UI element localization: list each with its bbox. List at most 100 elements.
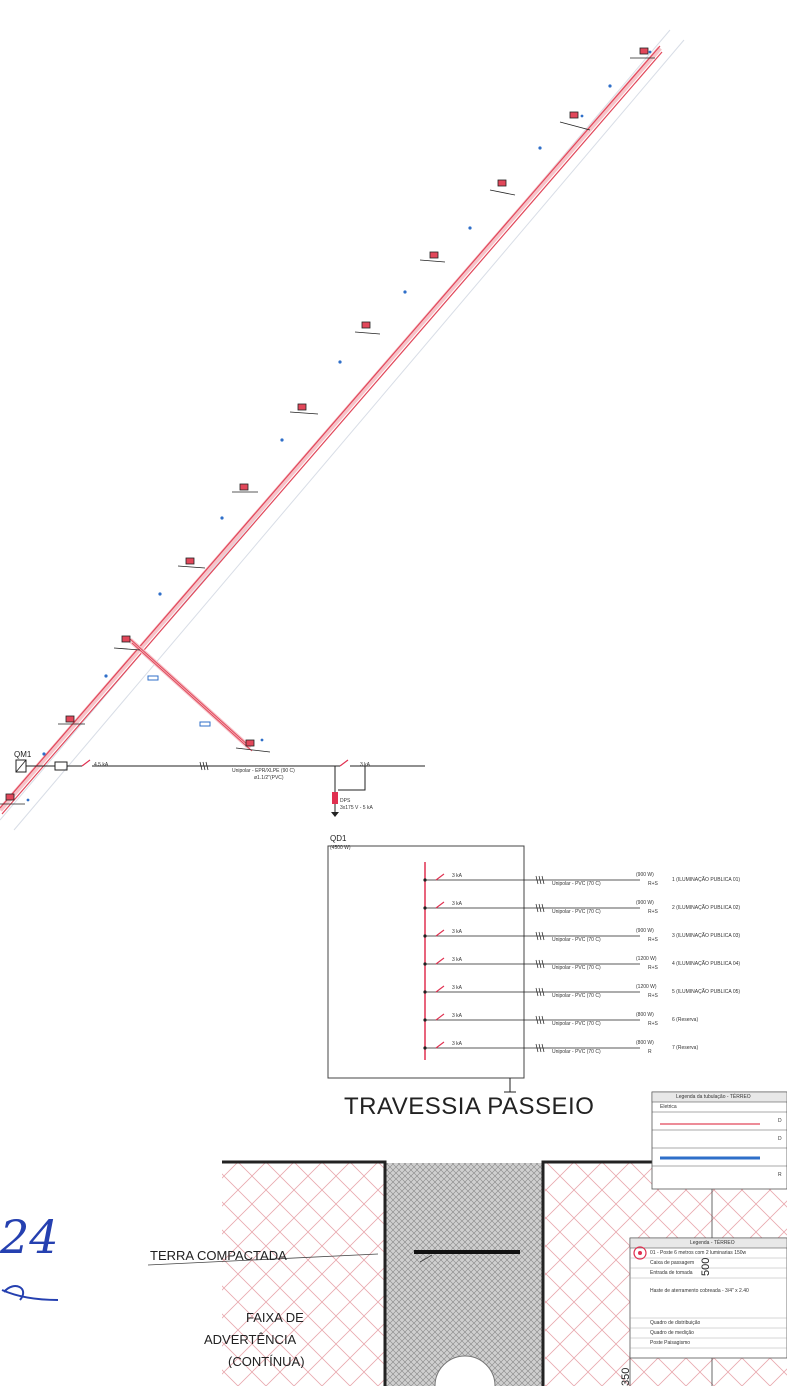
junction-marker	[220, 516, 224, 520]
dimension-500: 500	[700, 1257, 712, 1276]
legend-wiring-header: Eletrica	[660, 1104, 677, 1110]
dimension-350: 350	[620, 1367, 632, 1386]
circuit-cable-label: Unipolar - PVC (70 C)	[552, 965, 601, 971]
conductor-tick	[538, 987, 542, 997]
circuit-phase-label: R+S	[648, 993, 658, 999]
road-edge-line	[13, 39, 685, 831]
circuit-breaker-rating: 3 kA	[452, 929, 463, 935]
pole-symbol	[58, 715, 85, 725]
legend-wiring-row: D	[778, 1118, 782, 1124]
leader-terra	[147, 1253, 379, 1266]
bus-connection	[423, 934, 427, 938]
legend-symbol-row: Quadro de medição	[650, 1330, 694, 1336]
pole-symbol	[489, 179, 516, 196]
ground-symbol	[331, 812, 339, 817]
conduit-pipe-section	[434, 1355, 496, 1386]
qm1-breaker-symbol	[81, 759, 91, 767]
conductor-tick	[538, 875, 542, 885]
box-symbol	[147, 675, 159, 681]
circuit-description: 6 (Reserva)	[672, 1017, 699, 1023]
junction-marker	[608, 84, 612, 88]
pole-legend-icon	[633, 1246, 647, 1260]
fuse-symbol	[54, 761, 68, 771]
label-tape-2: ADVERTÊNCIA	[204, 1332, 297, 1347]
legend-wiring-row: D	[778, 1136, 782, 1142]
conductor-tick	[535, 931, 539, 941]
pole-symbol	[630, 47, 655, 59]
junction-marker	[468, 226, 472, 230]
junction-marker	[260, 738, 264, 742]
junction-marker	[338, 360, 342, 364]
signature-scribble	[1, 1285, 59, 1301]
legend-wiring-title: Legenda da tubulação - TÉRREO	[676, 1094, 751, 1100]
circuit-power-label: (1200 W)	[636, 956, 657, 962]
dps-label: DPS	[340, 798, 351, 804]
circuit-breaker-rating: 3 kA	[452, 957, 463, 963]
conductor-tick	[541, 1043, 545, 1053]
signature-number: 24	[0, 1210, 59, 1264]
qm1-label: QM1	[14, 750, 32, 759]
feeder-cable-label: Unipolar - EPR/XLPE (90 C)	[232, 768, 295, 774]
legend-symbol-row: Quadro de distribuição	[650, 1320, 701, 1326]
junction-marker	[42, 752, 46, 756]
circuit-breaker-symbol	[435, 985, 445, 993]
circuit-cable-label: Unipolar - PVC (70 C)	[552, 1049, 601, 1055]
circuit-breaker-rating: 3 kA	[452, 1041, 463, 1047]
section-title: TRAVESSIA PASSEIO	[344, 1093, 595, 1120]
legend-symbol-row: Caixa de passagem	[650, 1260, 695, 1266]
circuit-description: 3 (ILUMINAÇÃO PUBLICA 03)	[672, 933, 741, 939]
junction-marker	[26, 798, 30, 802]
circuit-phase-label: R+S	[648, 965, 658, 971]
conductor-tick	[541, 931, 545, 941]
pole-symbol	[235, 739, 271, 753]
circuit-breaker-symbol	[435, 929, 445, 937]
junction-marker	[280, 438, 284, 442]
circuit-cable-label: Unipolar - PVC (70 C)	[552, 993, 601, 999]
conductor-tick	[538, 903, 542, 913]
conductor-tick	[535, 875, 539, 885]
circuit-breaker-symbol	[435, 1013, 445, 1021]
bus-connection	[423, 962, 427, 966]
trench-wall-left	[222, 1160, 387, 1386]
legend-symbols-title: Legenda - TÉRREO	[690, 1240, 735, 1246]
main-breaker-symbol	[339, 759, 349, 767]
legend-symbol-row: 01 - Poste 6 metros com 2 luminarias 150…	[650, 1250, 747, 1256]
conductor-tick	[535, 1015, 539, 1025]
circuit-power-label: (800 W)	[636, 1012, 654, 1018]
dps-spec: 3x175 V - 5 kA	[340, 805, 373, 811]
circuit-phase-label: R+S	[648, 909, 658, 915]
main-breaker-rating: 3 kA	[360, 762, 371, 768]
qd1-panel-box	[327, 845, 525, 1079]
leader-faixa	[419, 1254, 433, 1263]
circuit-power-label: (900 W)	[636, 872, 654, 878]
pole-symbol	[232, 483, 258, 493]
qd1-label: QD1	[330, 834, 347, 843]
junction-marker	[403, 290, 407, 294]
conductor-tick	[541, 1015, 545, 1025]
pole-symbol	[0, 793, 25, 805]
bus-connection	[423, 1018, 427, 1022]
circuit-power-label: (1200 W)	[636, 984, 657, 990]
circuit-breaker-symbol	[435, 901, 445, 909]
branch-conduit-line	[131, 642, 253, 752]
conductor-tick	[535, 959, 539, 969]
conduit-line	[0, 45, 661, 809]
label-soil: TERRA COMPACTADA	[150, 1248, 287, 1263]
circuit-description: 7 (Reserva)	[672, 1045, 699, 1051]
conductor-tick	[538, 1015, 542, 1025]
conduit-line	[1, 51, 663, 815]
circuit-breaker-rating: 3 kA	[452, 1013, 463, 1019]
pole-symbol	[354, 321, 381, 335]
pole-symbol	[177, 557, 206, 569]
circuit-breaker-rating: 3 kA	[452, 901, 463, 907]
circuit-breaker-symbol	[435, 1041, 445, 1049]
circuit-description: 2 (ILUMINAÇÃO PUBLICA 02)	[672, 905, 741, 911]
circuit-breaker-rating: 3 kA	[452, 873, 463, 879]
conductor-tick	[538, 1043, 542, 1053]
circuit-cable-label: Unipolar - PVC (70 C)	[552, 1021, 601, 1027]
conductor-tick	[541, 875, 545, 885]
circuit-breaker-symbol	[435, 957, 445, 965]
circuit-phase-label: R+S	[648, 881, 658, 887]
